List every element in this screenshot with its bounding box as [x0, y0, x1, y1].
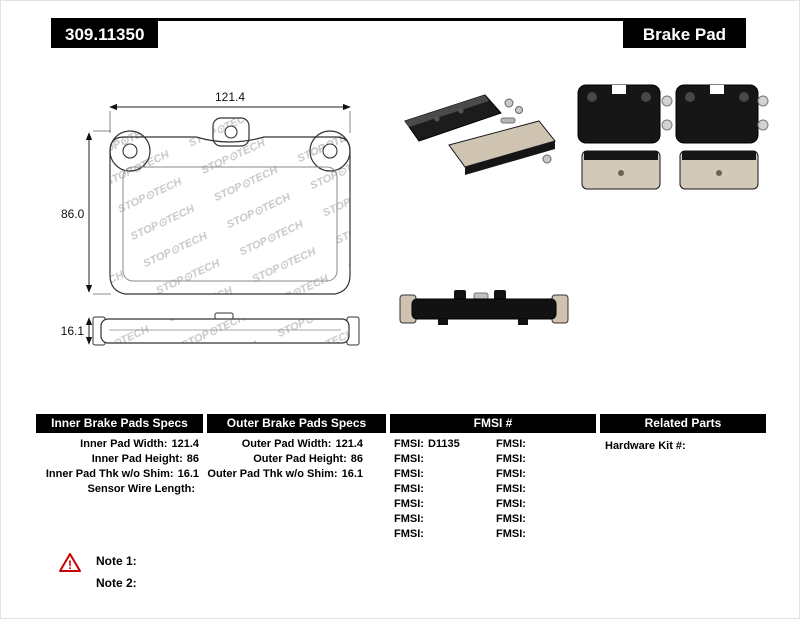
fmsi-row: FMSI:D1135 — [394, 438, 460, 450]
mount-hole-left — [122, 143, 138, 159]
fmsi-row: FMSI: — [496, 468, 526, 480]
spec-row: Inner Pad Width:121.4 — [80, 438, 199, 450]
note-1: Note 1: — [96, 554, 137, 568]
product-photo-pads-angled — [404, 94, 556, 175]
related-parts-rows: Hardware Kit #: — [605, 439, 763, 454]
fmsi-row: FMSI: — [394, 528, 424, 540]
mount-hole-right — [322, 143, 338, 159]
fmsi-row: FMSI: — [496, 438, 526, 450]
hardware-washer — [757, 119, 769, 131]
hardware-washer — [515, 106, 523, 114]
dimension-height: 86.0 — [61, 130, 111, 295]
header-rule — [51, 18, 746, 21]
pad-edge-view — [92, 312, 360, 346]
part-number: 309.11350 — [51, 21, 159, 48]
spec-row: Inner Pad Height:86 — [91, 453, 199, 465]
hardware-washer — [661, 95, 673, 107]
spec-row: Outer Pad Height:86 — [253, 453, 363, 465]
spec-row: Outer Pad Thk w/o Shim:16.1 — [207, 468, 363, 480]
spec-row: Outer Pad Width:121.4 — [241, 438, 363, 450]
fmsi-row: FMSI: — [394, 483, 424, 495]
dimension-thickness: 16.1 — [61, 317, 93, 345]
fmsi-row: FMSI: — [496, 528, 526, 540]
hardware-clip — [500, 117, 516, 124]
spec-row: Hardware Kit #: — [605, 440, 686, 452]
dimension-width: 121.4 — [109, 90, 351, 133]
fmsi-row: FMSI: — [394, 513, 424, 525]
fmsi-rows-right: FMSI: FMSI: FMSI: FMSI: FMSI: FMSI: FMSI… — [496, 437, 594, 542]
hardware-washer — [661, 119, 673, 131]
friction-material-outline — [122, 166, 338, 282]
center-tab-hole — [224, 125, 238, 139]
outer-specs-rows: Outer Pad Width:121.4 Outer Pad Height:8… — [207, 437, 363, 482]
dim-thickness-label: 16.1 — [61, 324, 85, 338]
hardware-washer — [504, 98, 514, 108]
fmsi-row: FMSI: — [394, 453, 424, 465]
hardware-washer — [757, 95, 769, 107]
warning-icon: ! — [59, 553, 81, 572]
dim-width-label: 121.4 — [215, 90, 245, 104]
hardware-washer — [542, 154, 552, 164]
product-photo-pad-set — [577, 84, 769, 190]
fmsi-header: FMSI # — [390, 414, 596, 433]
spec-row: Sensor Wire Length: — [87, 483, 195, 495]
inner-specs-header: Inner Brake Pads Specs — [36, 414, 203, 433]
inner-specs-rows: Inner Pad Width:121.4 Inner Pad Height:8… — [36, 437, 199, 497]
fmsi-row: FMSI: — [496, 483, 526, 495]
note-2: Note 2: — [96, 576, 137, 590]
dim-height-label: 86.0 — [61, 207, 85, 221]
spec-row: Inner Pad Thk w/o Shim:16.1 — [45, 468, 199, 480]
brake-pad-technical-drawing: STOP⊙TECH — [61, 90, 360, 346]
fmsi-row: FMSI: — [394, 498, 424, 510]
related-parts-header: Related Parts — [600, 414, 766, 433]
pad-front-view — [109, 117, 351, 295]
outer-specs-header: Outer Brake Pads Specs — [207, 414, 386, 433]
product-photo-pad-edge — [399, 290, 569, 325]
svg-text:!: ! — [68, 558, 72, 572]
fmsi-row: FMSI: — [496, 498, 526, 510]
product-type-title: Brake Pad — [623, 21, 746, 48]
fmsi-row: FMSI: — [394, 468, 424, 480]
fmsi-rows-left: FMSI:D1135 FMSI: FMSI: FMSI: FMSI: FMSI:… — [394, 437, 492, 542]
fmsi-row: FMSI: — [496, 513, 526, 525]
fmsi-row: FMSI: — [496, 453, 526, 465]
